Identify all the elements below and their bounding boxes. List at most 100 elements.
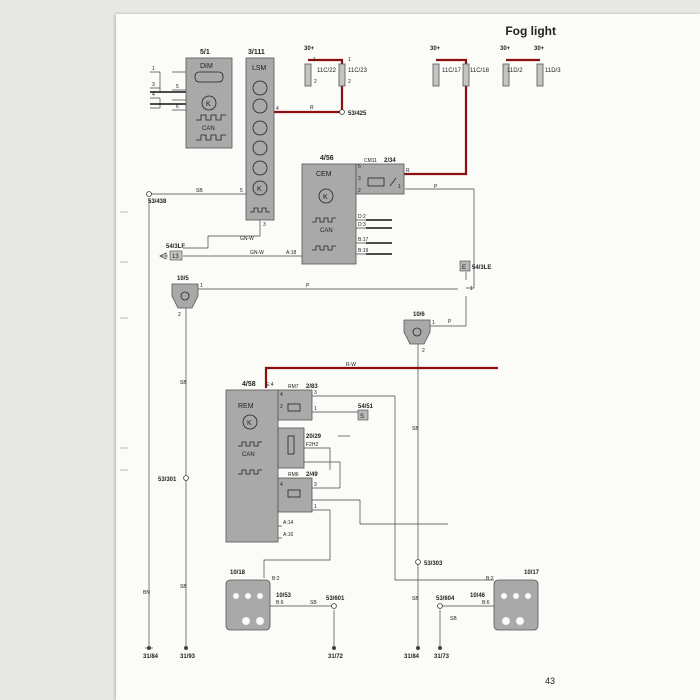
svg-text:30+: 30+	[500, 46, 511, 52]
svg-text:10/5: 10/5	[177, 276, 189, 282]
svg-text:S: S	[360, 414, 364, 420]
svg-text:2/49: 2/49	[306, 472, 318, 478]
svg-text:2: 2	[358, 188, 361, 194]
svg-text:31/72: 31/72	[328, 654, 344, 660]
component-10-5: 10/5	[171, 276, 199, 309]
svg-text:1: 1	[470, 286, 473, 292]
svg-text:P: P	[434, 184, 438, 190]
grounds: 31/84 31/93 31/72 31/84 31/73	[143, 646, 450, 660]
splice-53-303	[415, 559, 421, 565]
svg-text:20/29: 20/29	[306, 434, 322, 440]
svg-text:11C/18: 11C/18	[470, 68, 490, 74]
svg-text:CEM: CEM	[316, 171, 332, 178]
binder-marks	[120, 211, 128, 471]
page-title: Fog light	[505, 24, 556, 38]
svg-text:13: 13	[172, 254, 179, 260]
svg-text:P: P	[306, 283, 310, 289]
svg-text:4: 4	[280, 482, 283, 488]
svg-text:10/17: 10/17	[524, 570, 540, 576]
wiring-diagram: Fog light 4 3	[120, 24, 561, 686]
svg-text:CAN: CAN	[202, 126, 215, 132]
fuse-11c23: 11C/23 12	[338, 57, 368, 87]
svg-text:10/6: 10/6	[413, 312, 425, 318]
svg-text:D:2: D:2	[358, 214, 366, 220]
svg-text:1: 1	[200, 283, 203, 289]
svg-text:B:2: B:2	[486, 576, 494, 582]
svg-text:3/111: 3/111	[248, 49, 265, 56]
pin-numbers: 1 3 4 5 6 1 2 1 2 5 3 2 1 4 2 3 1 4 3 1	[152, 66, 473, 510]
svg-text:3: 3	[263, 222, 266, 228]
splice-label: 53/425	[348, 111, 367, 117]
svg-text:B:19: B:19	[358, 248, 369, 254]
svg-text:31/84: 31/84	[143, 654, 159, 660]
lamp-module-left: 10/18 10/53 B:2 B:6	[225, 570, 292, 631]
svg-text:3: 3	[314, 390, 317, 396]
heavy-wires	[150, 91, 392, 255]
svg-text:3: 3	[152, 82, 155, 88]
svg-text:B:2: B:2	[272, 576, 280, 582]
svg-text:R: R	[310, 105, 314, 111]
svg-text:4: 4	[280, 392, 283, 398]
diagram-sheet: Fog light 4 3	[116, 14, 700, 700]
svg-text:REM: REM	[238, 403, 254, 410]
svg-text:A:14: A:14	[283, 520, 294, 526]
cem-module: 4/56 CEM K CAN A:18 D:2 D:3 B:17 B:19 CM…	[286, 155, 405, 265]
wire-color-labels: R R P SB GN-W GN-W P P R-W SB SB SB SB S…	[143, 105, 457, 622]
svg-text:RM6: RM6	[288, 472, 299, 478]
connector-54-3lf: 54/3LF 13	[159, 244, 185, 261]
svg-text:GN-W: GN-W	[250, 250, 264, 256]
svg-text:DIM: DIM	[200, 63, 213, 70]
svg-text:SB: SB	[180, 380, 187, 386]
fuse-11c22: 11C/22 30+ 21	[304, 46, 337, 87]
splice-label: 53/438	[148, 199, 167, 205]
svg-text:K: K	[206, 101, 211, 108]
svg-text:11D/2: 11D/2	[507, 68, 523, 74]
svg-text:1: 1	[398, 184, 401, 190]
svg-text:SB: SB	[310, 600, 317, 606]
svg-text:3: 3	[314, 482, 317, 488]
ground-31-72	[332, 646, 336, 650]
svg-text:2: 2	[348, 79, 351, 85]
fuse-11d3: 11D/3 30+	[534, 46, 561, 87]
splice-label: 53/604	[436, 596, 455, 602]
svg-text:30+: 30+	[430, 46, 441, 52]
svg-text:11D/3: 11D/3	[545, 68, 561, 74]
fuse-11c17: 11C/17 30+	[430, 46, 462, 87]
svg-text:B:17: B:17	[358, 237, 369, 243]
lamp-module-right: 10/17 10/46 B:2 B:6	[470, 570, 540, 631]
svg-text:5: 5	[176, 84, 179, 90]
svg-text:2: 2	[422, 348, 425, 354]
svg-text:1: 1	[432, 320, 435, 326]
thin-wires	[148, 71, 494, 648]
ground-31-84-left	[147, 646, 151, 650]
svg-text:4/58: 4/58	[242, 381, 256, 388]
svg-text:54/51: 54/51	[358, 404, 374, 410]
ground-31-84-right	[416, 646, 420, 650]
svg-text:1: 1	[314, 504, 317, 510]
rear-fog-icon	[252, 140, 268, 156]
svg-text:RM7: RM7	[288, 384, 299, 390]
svg-text:K: K	[323, 194, 328, 201]
splice-53-601	[331, 603, 337, 609]
svg-text:B:6: B:6	[482, 600, 490, 606]
svg-text:SB: SB	[412, 596, 419, 602]
svg-text:5/1: 5/1	[200, 49, 210, 56]
component-10-6: 10/6	[403, 312, 431, 345]
svg-text:LSM: LSM	[252, 65, 267, 72]
svg-text:BN: BN	[143, 590, 150, 596]
svg-text:1: 1	[313, 57, 316, 63]
svg-text:K: K	[257, 186, 262, 193]
svg-text:2: 2	[280, 404, 283, 410]
svg-text:30+: 30+	[534, 46, 545, 52]
svg-text:10/18: 10/18	[230, 570, 246, 576]
splices: 53/425 53/438 53/301 53/303 53/601 53/60…	[146, 109, 455, 609]
splice-53-301	[183, 475, 189, 481]
svg-text:1: 1	[152, 66, 155, 72]
svg-text:30+: 30+	[304, 46, 315, 52]
splice-label: 53/301	[158, 477, 177, 483]
svg-text:3: 3	[358, 176, 361, 182]
svg-text:K: K	[247, 420, 252, 427]
svg-text:10/53: 10/53	[276, 593, 292, 599]
svg-text:2/83: 2/83	[306, 384, 318, 390]
